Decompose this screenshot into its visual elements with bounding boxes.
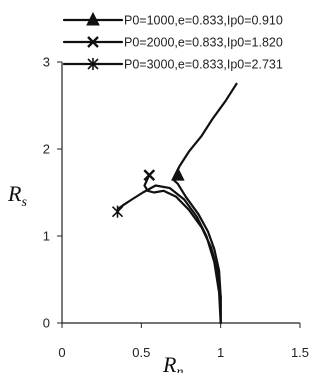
legend: P0=1000,e=0.833,Ip0=0.910P0=2000,e=0.833… [62,11,283,72]
series-marker-1 [171,166,185,181]
x-axis: 0 0.5 1 1.5 [58,322,309,360]
series-line-3 [116,184,222,325]
series-marker-2-stroke-b [143,169,156,181]
legend-label-1: P0=1000,e=0.833,Ip0=0.910 [124,14,283,28]
legend-label-2: P0=2000,e=0.833,Ip0=1.820 [124,36,283,50]
legend-marker-2-stroke-b [87,36,99,48]
x-tick-label-3: 1.5 [291,345,309,360]
x-tick-label-0: 0 [58,345,65,360]
y-tick-label-3: 3 [43,55,50,70]
y-tick-label-2: 2 [43,142,50,157]
series-group [111,82,238,325]
x-axis-label: Rn [162,352,183,373]
y-tick-label-1: 1 [43,229,50,244]
x-tick-label-2: 1 [217,345,224,360]
series-line-1 [172,82,238,325]
legend-marker-1-shape [86,11,100,26]
legend-label-3: P0=3000,e=0.833,Ip0=2.731 [124,58,283,72]
x-tick-label-1: 0.5 [132,345,150,360]
series-marker-3 [111,205,124,218]
legend-marker-1 [86,11,100,26]
legend-marker-2 [87,36,99,48]
y-axis-label: Rs [7,181,27,210]
series-marker-1-shape [171,166,185,181]
legend-marker-3 [87,58,99,70]
y-tick-label-0: 0 [43,316,50,331]
series-marker-2 [143,169,156,181]
y-axis: 0 1 2 3 [43,55,63,331]
